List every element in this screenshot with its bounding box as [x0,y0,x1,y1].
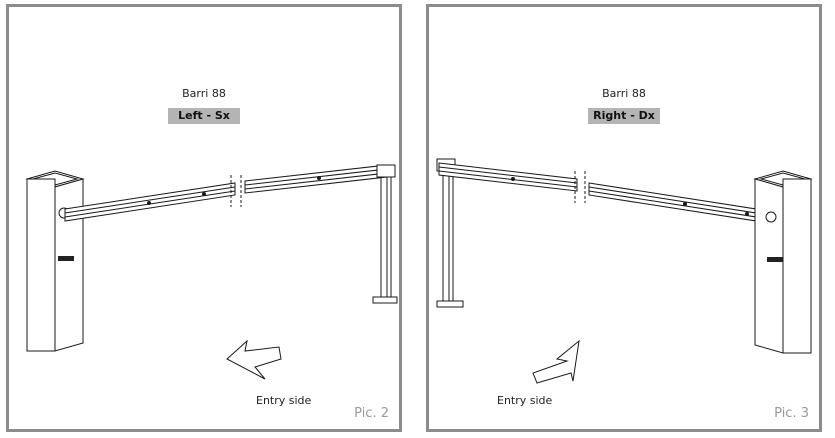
badge-logo-icon [767,257,783,262]
entry-side-label: Entry side [256,394,312,407]
entry-arrow-icon [532,339,580,384]
support-post-icon [436,158,464,308]
barrier-illustration-left [25,164,398,380]
boom-arm-icon [64,164,388,222]
side-badge: Right - Dx [588,108,660,124]
model-name: Barri 88 [602,87,646,100]
diagram-panel-right: Barri 88 Right - Dx Entry side Pic. 3 [426,4,822,432]
boom-arm-icon [438,162,770,224]
model-name: Barri 88 [182,87,226,100]
barrier-cabinet-icon [753,170,813,354]
entry-arrow-icon [226,339,282,380]
support-post-icon [372,164,398,304]
badge-logo-icon [58,256,74,261]
pic-label: Pic. 2 [354,406,389,421]
barrier-illustration-right [436,158,813,384]
side-badge: Left - Sx [168,108,240,124]
pic-label: Pic. 3 [774,406,809,421]
diagram-panel-left: Barri 88 Left - Sx Entry side Pic. 2 [6,4,402,432]
barrier-cabinet-icon [25,170,85,352]
entry-side-label: Entry side [497,394,553,407]
